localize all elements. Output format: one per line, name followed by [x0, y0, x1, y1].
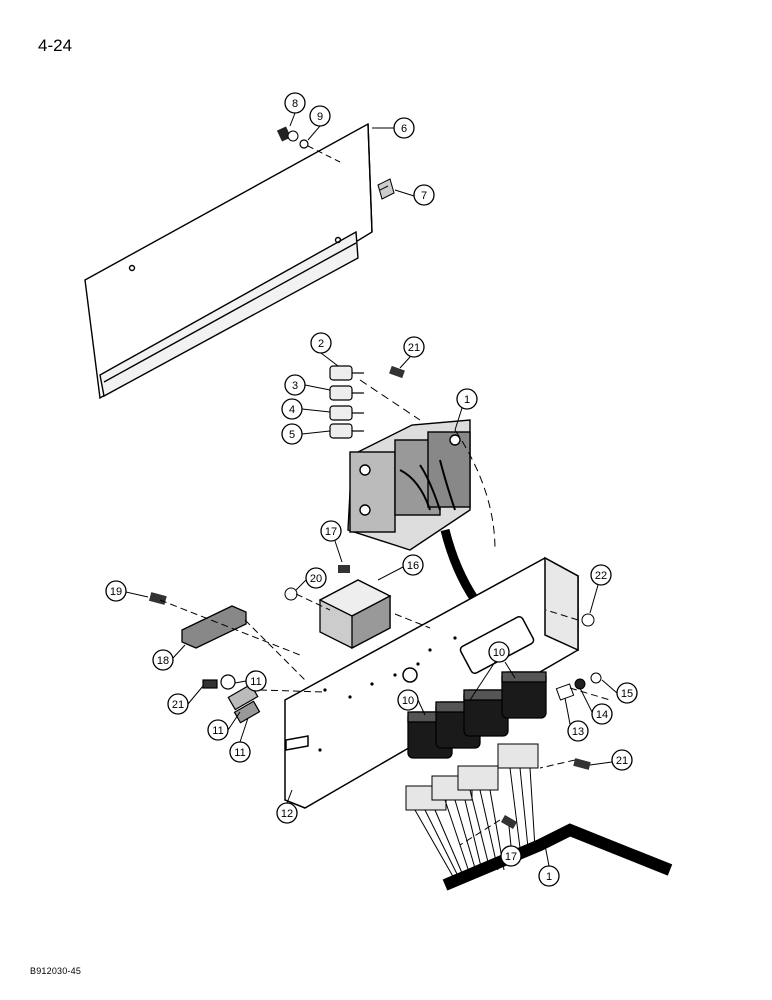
callout-7: 7	[413, 184, 435, 206]
callout-10a: 10	[488, 641, 510, 663]
screw-21-right	[573, 758, 591, 770]
callout-1a: 1	[456, 388, 478, 410]
callout-22: 22	[590, 564, 612, 586]
relay-16	[318, 579, 392, 650]
svg-text:6: 6	[401, 123, 407, 135]
callout-12: 12	[276, 802, 298, 824]
callout-11b: 11	[207, 719, 229, 741]
harness-lower	[442, 823, 673, 891]
assembly-lines	[159, 593, 611, 846]
svg-text:9: 9	[317, 111, 323, 123]
svg-text:21: 21	[408, 342, 420, 354]
fuse-block	[347, 419, 471, 551]
callout-18: 18	[152, 649, 174, 671]
svg-text:12: 12	[281, 808, 293, 820]
cover-panel	[84, 122, 373, 400]
leader-dashed	[307, 145, 341, 163]
svg-text:11: 11	[212, 725, 223, 737]
callout-21c: 21	[611, 749, 633, 771]
page-number: 4-24	[38, 36, 73, 55]
fuses	[329, 365, 364, 439]
svg-text:16: 16	[407, 560, 419, 572]
callout-21b: 21	[167, 693, 189, 715]
callout-17a: 17	[320, 520, 342, 542]
callout-16: 16	[402, 554, 424, 576]
callout-6: 6	[393, 117, 415, 139]
callout-1b: 1	[538, 865, 560, 887]
relay-sockets	[405, 743, 539, 811]
callout-3: 3	[284, 374, 306, 396]
fasteners-13-15	[555, 672, 602, 701]
svg-text:1: 1	[546, 871, 552, 883]
callout-11a: 11	[245, 670, 267, 692]
callout-4: 4	[281, 398, 303, 420]
callout-19: 19	[105, 580, 127, 602]
callout-2: 2	[310, 332, 332, 354]
svg-text:11: 11	[250, 676, 261, 688]
svg-text:10: 10	[493, 647, 505, 659]
screw-17-lower	[500, 815, 518, 829]
callout-17b: 17	[500, 845, 522, 867]
svg-text:10: 10	[402, 695, 414, 707]
callout-15: 15	[616, 682, 638, 704]
svg-text:7: 7	[421, 190, 427, 202]
svg-text:4: 4	[289, 404, 295, 416]
svg-text:21: 21	[616, 755, 628, 767]
mounting-plate	[284, 556, 579, 809]
screw-17-upper	[338, 565, 350, 573]
svg-text:2: 2	[318, 338, 324, 350]
callout-8: 8	[284, 92, 306, 114]
figure-code: B912030-45	[30, 966, 82, 976]
screw-8	[276, 126, 299, 142]
svg-text:14: 14	[596, 709, 608, 721]
callout-9: 9	[309, 105, 331, 127]
svg-text:21: 21	[172, 699, 184, 711]
svg-text:17: 17	[505, 851, 517, 863]
svg-text:8: 8	[292, 98, 298, 110]
callout-5: 5	[281, 423, 303, 445]
plate-holes	[318, 636, 457, 752]
callout-11c: 11	[229, 741, 251, 763]
bracket-18	[181, 605, 247, 649]
washer-9	[299, 139, 309, 149]
callout-leaders	[125, 112, 618, 867]
socket-wires	[414, 767, 536, 881]
callouts: 8 9 6 7 2 21 3 1 4 5 17 16 19 20 22 18 1…	[105, 92, 638, 887]
svg-text:18: 18	[157, 655, 169, 667]
callout-10b: 10	[397, 689, 419, 711]
svg-text:5: 5	[289, 429, 295, 441]
svg-text:13: 13	[572, 726, 584, 738]
screw-19	[148, 592, 167, 605]
svg-text:3: 3	[292, 380, 298, 392]
svg-text:17: 17	[325, 526, 337, 538]
svg-text:15: 15	[621, 688, 633, 700]
svg-text:11: 11	[234, 747, 245, 759]
callout-13: 13	[567, 720, 589, 742]
callout-21a: 21	[403, 336, 425, 358]
switch-11	[202, 674, 261, 724]
svg-text:19: 19	[110, 586, 122, 598]
nut-22	[581, 613, 595, 627]
screw-21-top	[389, 365, 405, 379]
callout-14: 14	[591, 703, 613, 725]
clip-7	[377, 178, 395, 200]
nut-20	[284, 587, 298, 601]
svg-text:1: 1	[464, 394, 470, 406]
svg-text:22: 22	[595, 570, 607, 582]
svg-text:20: 20	[310, 573, 322, 585]
relays-10	[407, 671, 547, 759]
callout-20: 20	[305, 567, 327, 589]
